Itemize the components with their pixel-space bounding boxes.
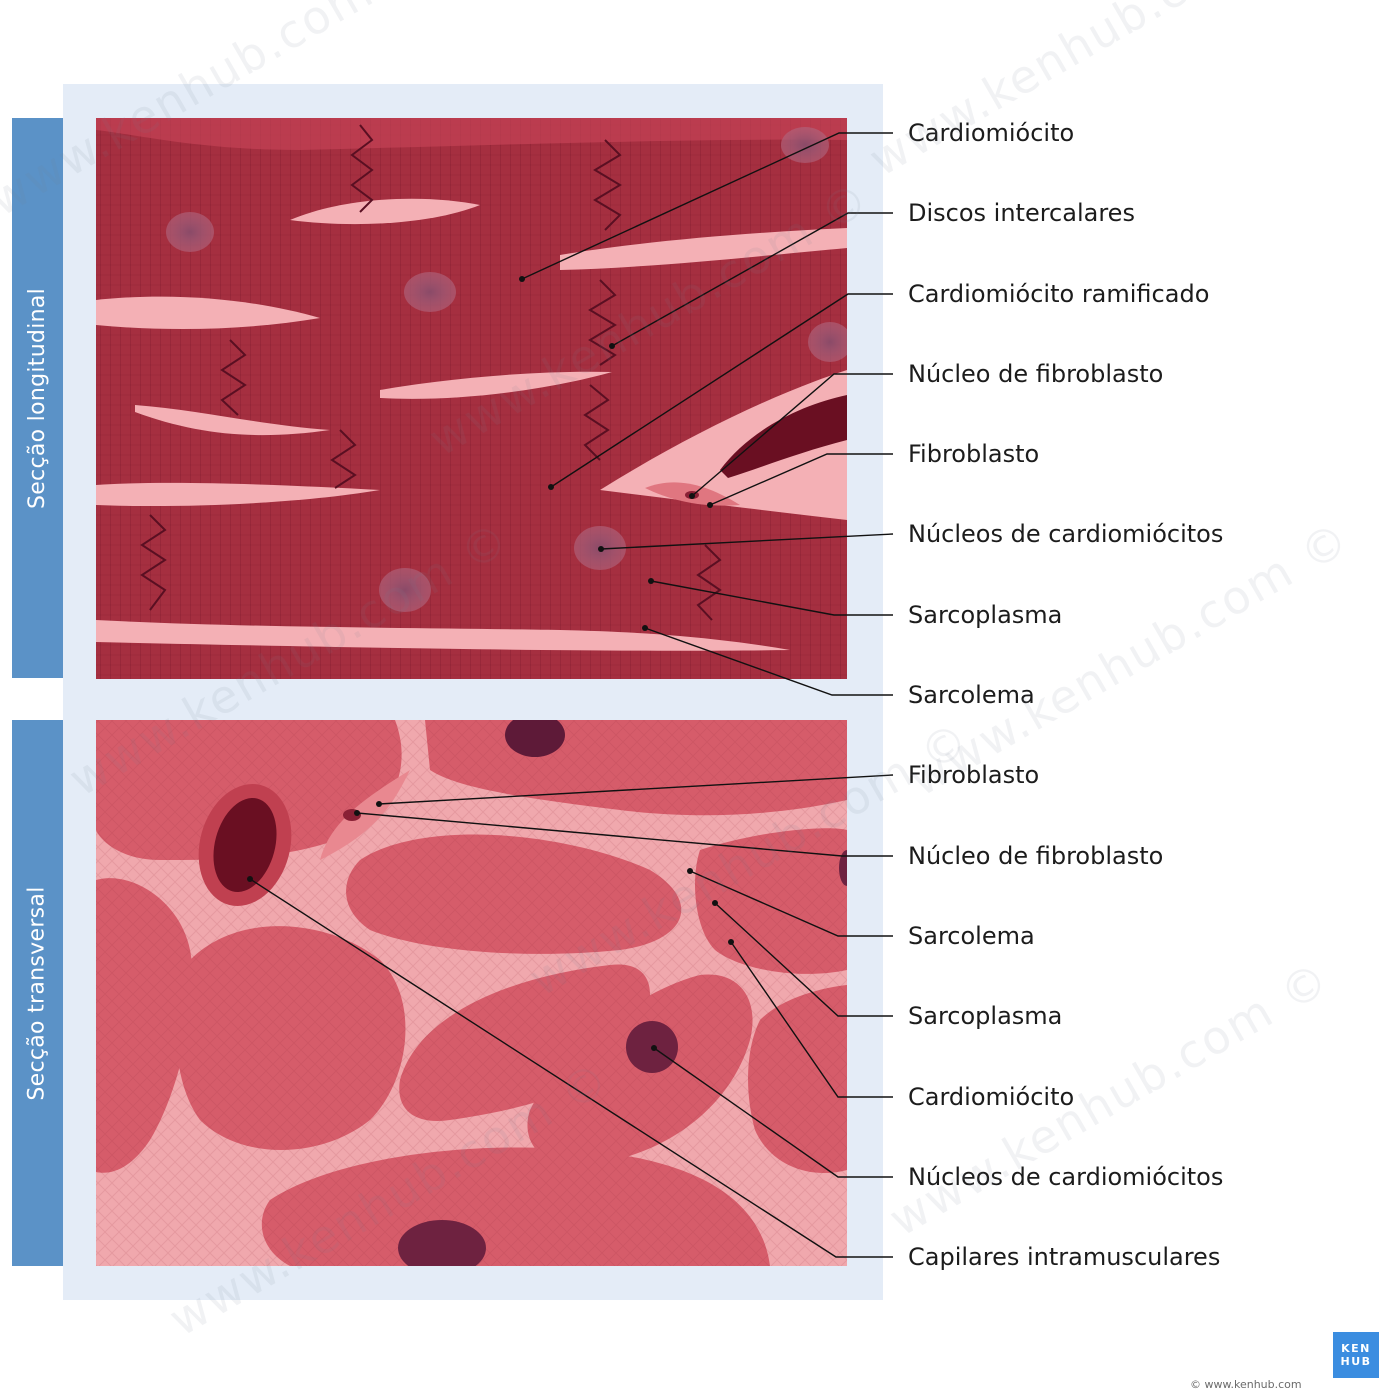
interstitial-gap [600,370,847,520]
leader-lines [249,132,894,1258]
intercalated-disc [696,544,722,621]
leader-line [650,580,893,616]
fibroblast-shape [320,770,410,860]
label-nucleos-de-cardiomiocitos-transversal: Núcleos de cardiomiócitos [908,1163,1224,1191]
label-sarcolema-transversal: Sarcolema [908,922,1035,950]
label-cardiomiocito-ramificado: Cardiomiócito ramificado [908,280,1210,308]
label-nucleo-de-fibroblasto: Núcleo de fibroblasto [908,360,1164,388]
longitudinal-tab: Secção longitudinal [12,118,63,678]
capillary-lumen [213,797,277,893]
label-cardiomiocito: Cardiomiócito [908,119,1075,147]
leader-line [691,373,893,497]
leader-line [611,212,893,347]
leader-line [249,878,893,1258]
label-nucleos-de-cardiomiocitos: Núcleos de cardiomiócitos [908,520,1224,548]
cardiomyocyte-nucleus [404,272,456,312]
transverse-section [96,720,847,1266]
interstitial-gap [96,482,380,507]
leader-line [653,1047,893,1178]
intercalated-disc [330,429,357,489]
label-sarcolema: Sarcolema [908,681,1035,709]
intercalated-disc [140,514,167,611]
leader-line [709,453,893,506]
leader-line [644,627,893,696]
intercalated-disc [593,139,622,231]
interstitial-gap [96,620,790,651]
interstitial-gap [135,405,330,436]
interstitial-gap [560,228,847,270]
leader-line [730,941,893,1098]
label-discos-intercalares: Discos intercalares [908,199,1135,227]
leader-line [521,132,893,280]
intercalated-disc [588,279,617,366]
cardiomyocyte-nucleus [781,127,829,163]
kenhub-logo: KEN HUB [1333,1332,1379,1378]
cardiomyocyte-nucleus [379,568,431,612]
interstitial-gap [96,296,320,330]
cardiomyocyte-nucleus [839,850,847,886]
logo-text-bottom: HUB [1340,1355,1372,1368]
label-cardiomiocito-transversal: Cardiomiócito [908,1083,1075,1111]
cardiomyocyte-nucleus [398,1220,486,1266]
intercalated-disc [350,124,374,213]
leader-dots [247,276,734,1051]
leader-line [689,870,893,937]
leader-line [356,812,893,857]
label-sarcoplasma: Sarcoplasma [908,601,1063,629]
label-fibroblasto: Fibroblasto [908,440,1040,468]
intercalated-disc [220,339,247,416]
intercalated-disc [583,384,610,461]
transverse-tab: Secção transversal [12,720,63,1266]
interstitial-gap [380,371,612,399]
label-fibroblasto-transversal: Fibroblasto [908,761,1040,789]
longitudinal-section [96,118,847,679]
label-capilares-intramusculares: Capilares intramusculares [908,1243,1221,1271]
label-nucleo-de-fibroblasto-transversal: Núcleo de fibroblasto [908,842,1164,870]
cardiomyocyte-nucleus [808,322,847,362]
interstitial-gap [290,198,480,225]
leader-line [550,293,893,488]
cardiomyocyte-nucleus [505,720,565,757]
logo-text-top: KEN [1341,1342,1371,1355]
leader-line [378,774,894,805]
leader-line [600,533,894,550]
capillary [720,395,847,478]
label-sarcoplasma-transversal: Sarcoplasma [908,1002,1063,1030]
copyright-text: © www.kenhub.com [1190,1378,1302,1391]
cardiomyocyte-nucleus [166,212,214,252]
leader-line [714,902,893,1017]
